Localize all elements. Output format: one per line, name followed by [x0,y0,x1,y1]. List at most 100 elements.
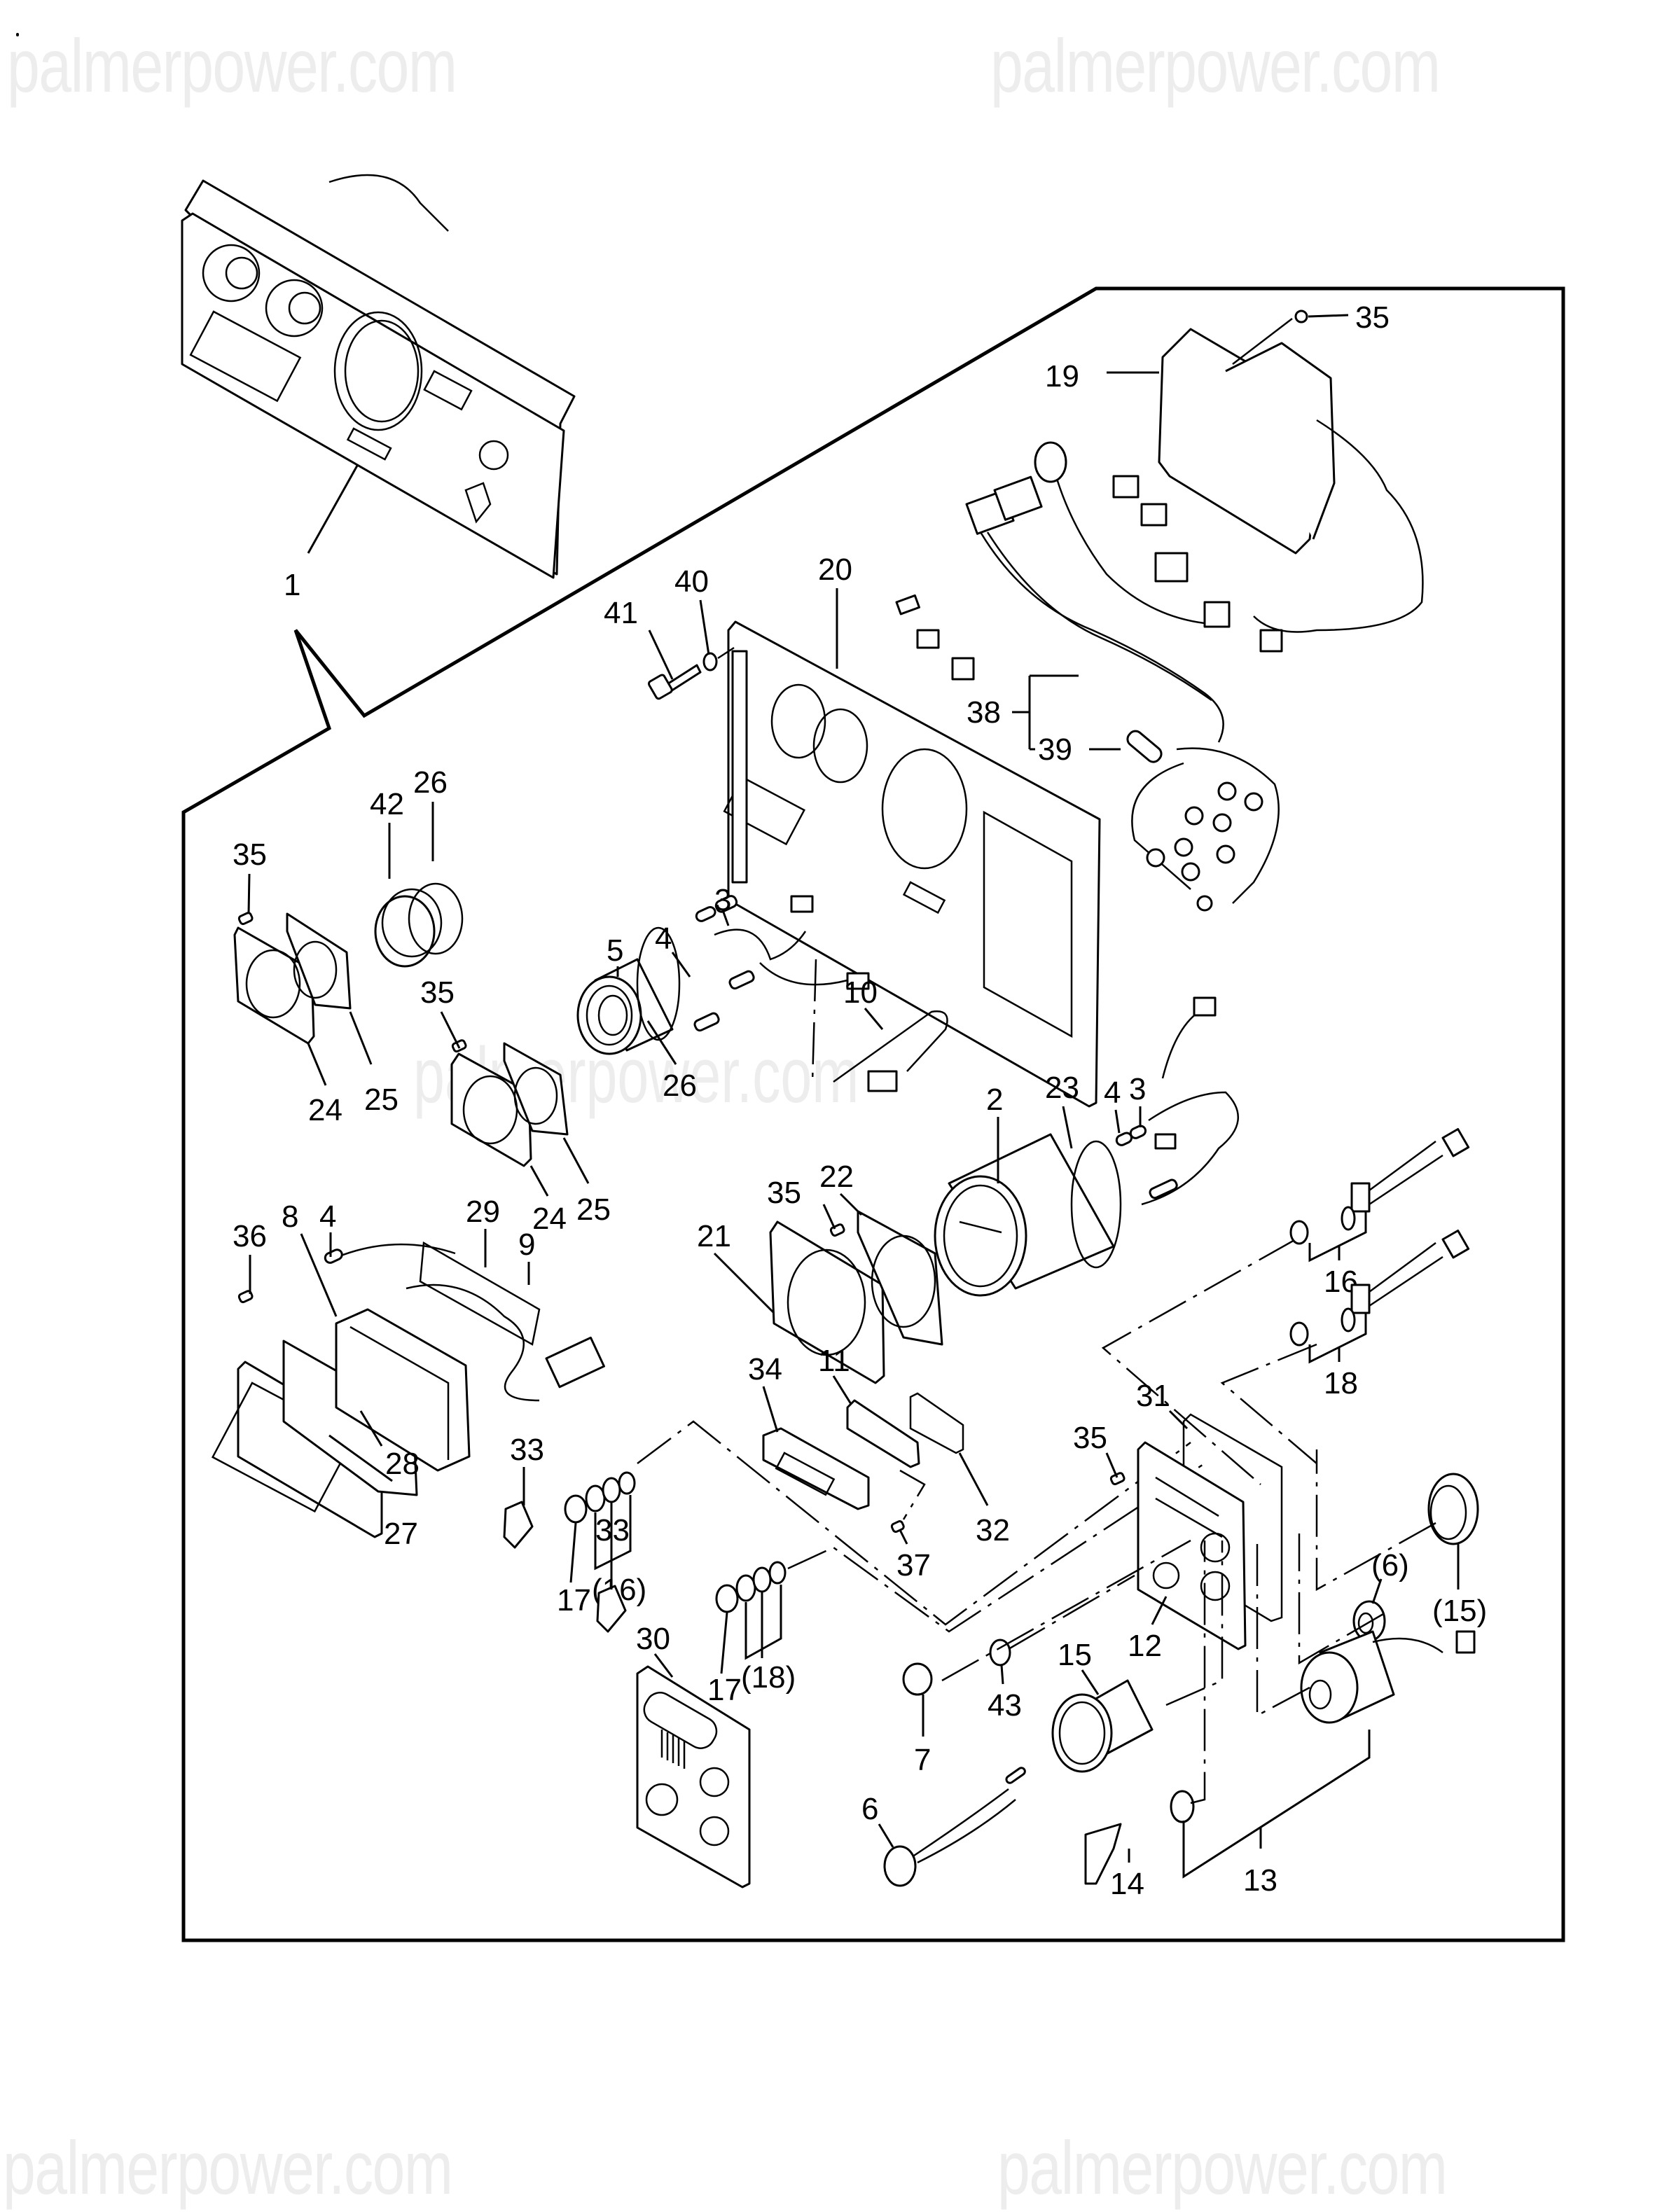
watermark-top-right: palmerpower.com [990,23,1441,108]
leader-15 [1081,1669,1100,1695]
leader-31 [1168,1410,1189,1430]
callout-35-top: 35 [1355,300,1390,335]
callout-35-panel: 35 [1073,1421,1107,1455]
callout-38: 38 [967,695,1001,730]
leader-25-upper [349,1011,373,1065]
callout-35-lower-left: 35 [420,975,455,1010]
part-2-large-gauge [934,1133,1115,1297]
part-38-main-harness [895,441,1283,912]
callout-30: 30 [636,1622,670,1656]
part-35-screw-upper-left [237,912,254,926]
part-21-cover [769,1220,885,1384]
callout-8: 8 [282,1199,298,1234]
callout-25-lower: 25 [576,1192,611,1227]
callout-36: 36 [233,1219,267,1253]
leader-22 [839,1192,863,1216]
part-10-lead-wire [833,1010,948,1092]
gauge-2-wiring [1141,996,1240,1206]
callout-18-paren: (18) [741,1660,796,1695]
callout-3-right: 3 [1129,1072,1146,1106]
part-19-controller [1158,328,1424,633]
stray-mark [16,33,19,36]
callout-31: 31 [1136,1379,1170,1413]
part-41-bolt [647,646,735,700]
part-17-boot-right [715,1584,739,1613]
callout-13: 13 [1243,1863,1277,1898]
leader-21 [713,1252,775,1314]
callout-6-label: 6 [861,1792,878,1826]
part-42-plug [374,888,443,968]
part-25-bracket-upper [286,912,352,1010]
part-7-cap [902,1662,933,1696]
leader-30 [653,1653,674,1678]
part-33-knob-left [503,1501,534,1549]
callout-2: 2 [986,1083,1003,1117]
leader-41 [648,629,674,680]
callout-27-label: 27 [384,1517,418,1551]
leader-17-left [569,1522,577,1583]
callout-10: 10 [843,975,878,1010]
part-37-screw [890,1469,926,1533]
leader-35-panel [1105,1452,1119,1478]
watermark-bottom-right: palmerpower.com [997,2125,1448,2210]
part-4-bulb-upper [695,905,716,922]
gauge-5-wiring [693,895,870,1083]
part-24-cover-lower [450,1052,532,1167]
callout-35-upper-left: 35 [233,837,267,872]
callout-25-upper: 25 [364,1083,399,1117]
part-25-bracket-lower [503,1042,569,1136]
callout-1: 1 [284,568,300,602]
leader-18-paren [744,1585,782,1660]
part-32-gasket [909,1392,964,1454]
part-18-washers [735,1561,787,1602]
part-16-washers [585,1471,636,1512]
part-34-cover [762,1427,870,1510]
part-14-key [1084,1823,1122,1885]
leader-28 [359,1410,383,1447]
part-24-cover-upper [233,926,315,1045]
callout-17-right: 17 [707,1673,742,1707]
part-18-toggle-switch [1289,1230,1470,1347]
callout-4-monitor: 4 [319,1199,336,1234]
callout-21: 21 [697,1219,731,1253]
assembly-line-lamp [941,1539,1224,1804]
leader-35-lower-left [440,1011,461,1049]
callout-32: 32 [976,1513,1010,1547]
leader-35-top [1308,314,1349,318]
leader-4-right [1114,1109,1121,1134]
part-29-gasket [419,1241,541,1346]
callout-34: 34 [748,1352,782,1386]
leader-18-toggle [1308,1313,1367,1364]
leader-23 [1062,1106,1073,1149]
callout-5: 5 [607,933,623,968]
leader-40 [699,599,710,655]
part-4-bulb-monitor [324,1248,343,1264]
callout-11: 11 [818,1344,850,1378]
callout-33-left: 33 [510,1433,544,1467]
part-11-lens [846,1399,920,1468]
callout-26-upper: 26 [413,765,448,800]
part-15-ring-nut [1427,1473,1479,1545]
part-20-panel-plate [723,620,1101,1108]
callout-4-right: 4 [1104,1076,1121,1110]
leader-25-lower [562,1137,590,1184]
callout-9: 9 [518,1227,535,1262]
leader-4-upper [671,952,691,978]
callout-35-center: 35 [767,1176,801,1210]
part-8-monitor-unit [335,1308,471,1472]
leader-13 [1182,1730,1371,1879]
leader-32 [958,1452,989,1506]
callout-4-upper: 4 [655,921,672,956]
callout-42: 42 [370,787,404,821]
part-3-socket-upper [714,895,738,913]
leader-35-center [822,1204,836,1230]
assembly-line-18 [787,1462,1205,1633]
callout-15-paren: (15) [1432,1594,1487,1628]
leader-27 [328,1434,393,1482]
callout-28: 28 [385,1447,420,1481]
part-40-washer [702,652,718,672]
leader-3-upper [721,910,730,926]
callout-43: 43 [988,1688,1022,1723]
callout-39: 39 [1038,732,1072,767]
